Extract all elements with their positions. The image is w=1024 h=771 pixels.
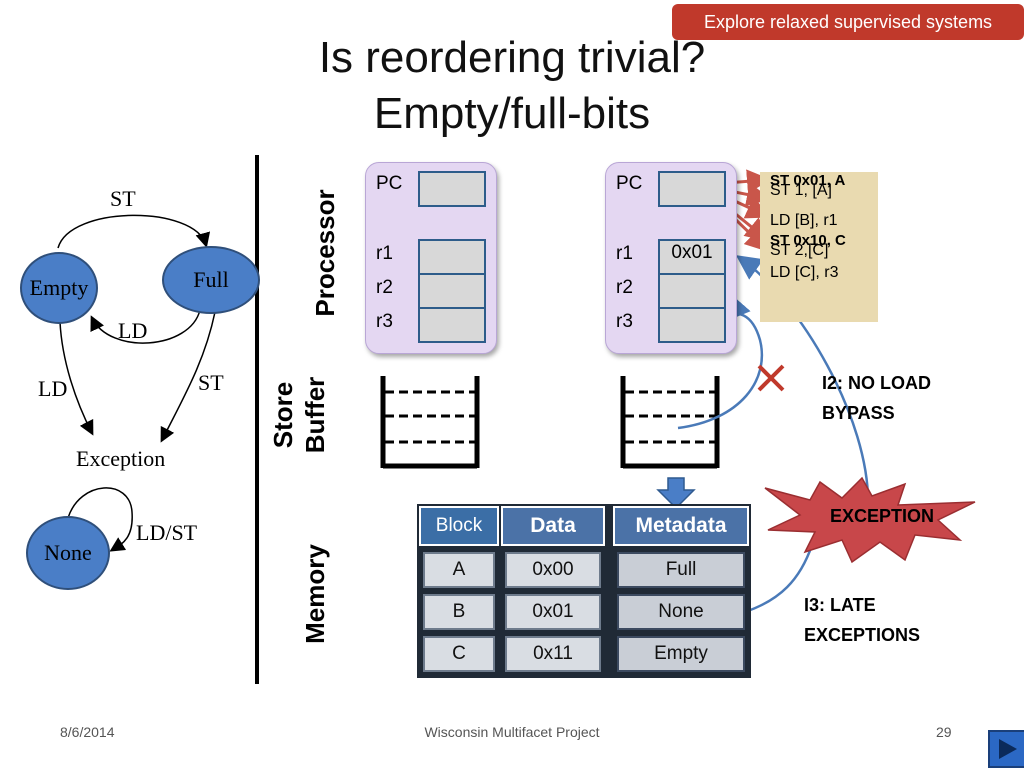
processor-left: PC r1 r2 r3 [365, 162, 497, 354]
pc-register [418, 171, 486, 207]
footer-page-number: 29 [936, 724, 952, 740]
pc-register [658, 171, 726, 207]
edge-empty-full [57, 214, 211, 249]
program-line-2: LD [B], r1 [770, 212, 838, 229]
annotation-i2-line-1: I2: NO LOAD [822, 373, 932, 393]
header-metadata: Metadata [613, 506, 749, 546]
table-cell-meta: None [617, 594, 745, 630]
r1-label: r1 [376, 243, 393, 264]
state-exception: Exception [76, 446, 166, 471]
section-processor: Processor [310, 189, 340, 317]
play-icon [999, 739, 1017, 759]
r1-register [418, 239, 486, 275]
table-cell-data: 0x01 [505, 594, 601, 630]
footer-date: 8/6/2014 [60, 724, 115, 740]
edge-full-exception [160, 311, 216, 443]
title-line-2: Empty/full-bits [373, 89, 651, 138]
table-cell-block: C [423, 636, 495, 672]
memory-table: Block Data Metadata A 0x00 Full B 0x01 N… [417, 504, 751, 678]
footer-project: Wisconsin Multifacet Project [424, 724, 600, 740]
annotation-i2: I2: NO LOAD BYPASS [822, 368, 931, 428]
table-cell-data: 0x11 [505, 636, 601, 672]
edge-none-self [67, 487, 133, 552]
section-memory: Memory [300, 544, 330, 644]
late-exception-line [744, 544, 814, 614]
label-ldst: LD/ST [136, 520, 198, 545]
state-empty: Empty [20, 252, 98, 324]
pc-label: PC [376, 173, 403, 194]
label-st-top: ST [110, 186, 136, 211]
program-line-3: ST 2,[C] [770, 242, 829, 259]
label-ld-middle: LD [118, 318, 148, 343]
section-store: Store [268, 381, 298, 449]
topic-badge: Explore relaxed supervised systems [672, 4, 1024, 40]
r3-label: r3 [616, 311, 633, 332]
r3-register [418, 307, 486, 343]
next-slide-button[interactable] [988, 730, 1024, 768]
table-cell-meta: Empty [617, 636, 745, 672]
header-block: Block [419, 506, 499, 546]
store-buffer-left [380, 376, 480, 469]
r3-label: r3 [376, 311, 393, 332]
table-cell-block: A [423, 552, 495, 588]
table-cell-block: B [423, 594, 495, 630]
header-data: Data [501, 506, 605, 546]
r3-register [658, 307, 726, 343]
edge-full-empty [90, 309, 201, 344]
annotation-i3-line-1: I3: LATE [804, 595, 876, 615]
pc-label: PC [616, 173, 643, 194]
exception-starburst [764, 476, 976, 564]
state-none: None [26, 516, 110, 590]
annotation-i3: I3: LATE EXCEPTIONS [804, 590, 920, 650]
state-full: Full [162, 246, 260, 314]
annotation-exception: EXCEPTION [830, 506, 935, 526]
table-cell-meta: Full [617, 552, 745, 588]
drain-arrow [656, 477, 696, 510]
bypass-arrow [677, 294, 764, 430]
slide-title: Is reordering trivial? Empty/full-bits [200, 30, 824, 142]
edge-empty-exception [59, 321, 94, 436]
r2-register [658, 273, 726, 309]
program-line-4: LD [C], r3 [770, 264, 839, 281]
store-buffer-right [620, 376, 720, 469]
table-cell-data: 0x00 [505, 552, 601, 588]
r1-label: r1 [616, 243, 633, 264]
section-buffer: Buffer [300, 376, 330, 454]
r2-register [418, 273, 486, 309]
program-note: ST 1, [A] ST 0x01, A LD [B], r1 ST 2,[C]… [760, 172, 878, 322]
r2-label: r2 [616, 277, 633, 298]
program-overlay-1: ST 0x01, A [770, 172, 846, 189]
r2-label: r2 [376, 277, 393, 298]
label-st-right: ST [198, 370, 224, 395]
r1-register: 0x01 [658, 239, 726, 275]
label-ld-left: LD [38, 376, 68, 401]
title-line-1: Is reordering trivial? [318, 33, 706, 82]
annotation-i2-line-2: BYPASS [822, 403, 895, 423]
annotation-i3-line-2: EXCEPTIONS [804, 625, 921, 645]
program-line-1: ST 1, [A] [770, 182, 832, 199]
blocked-x-icon [757, 364, 785, 392]
processor-right: PC r1 r2 r3 0x01 [605, 162, 737, 354]
program-overlay-2: ST 0x10, C [770, 232, 846, 249]
